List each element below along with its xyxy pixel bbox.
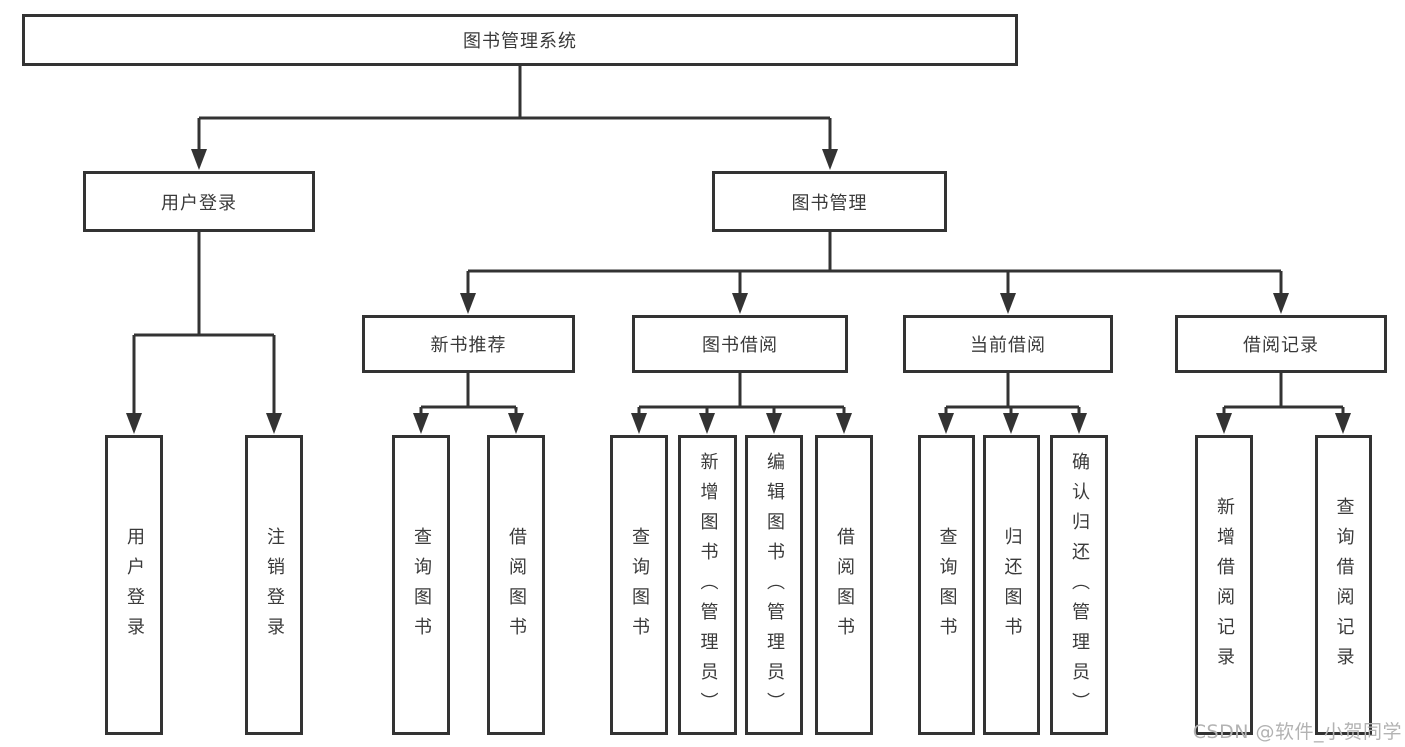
arrowhead-icon (266, 413, 282, 434)
leaf-query-books-current: 查询图书 (918, 435, 975, 735)
node-current-borrow-label: 当前借阅 (970, 335, 1046, 356)
arrowhead-icon (460, 293, 476, 314)
leaf-add-borrow-record-label: 新增借阅记录 (1214, 497, 1235, 677)
arrowhead-icon (766, 413, 782, 434)
connector-borrow-to-leaves (631, 373, 852, 434)
node-book-management-label: 图书管理 (791, 192, 868, 214)
node-book-borrow-label: 图书借阅 (702, 335, 778, 356)
node-book-management: 图书管理 (712, 171, 947, 232)
leaf-confirm-return-admin-label: 确认归还（管理员） (1069, 452, 1090, 722)
leaf-add-book-admin: 新增图书（管理员） (678, 435, 737, 735)
arrowhead-icon (699, 413, 715, 434)
arrowhead-icon (1216, 413, 1232, 434)
arrowhead-icon (413, 413, 429, 434)
connector-root-to-level2 (191, 66, 838, 170)
leaf-query-books-borrow: 查询图书 (610, 435, 668, 735)
node-user-login: 用户登录 (83, 171, 315, 232)
leaf-query-books-recommend: 查询图书 (392, 435, 450, 735)
connector-bookmgmt-to-level3 (460, 232, 1289, 314)
csdn-watermark: CSDN @软件_小贺同学 (1192, 721, 1402, 743)
arrowhead-icon (732, 293, 748, 314)
arrowhead-icon (1000, 293, 1016, 314)
node-user-login-label: 用户登录 (161, 192, 237, 214)
arrowhead-icon (126, 413, 142, 434)
arrowhead-icon (822, 149, 838, 170)
leaf-borrow-books-label: 借阅图书 (834, 527, 855, 647)
arrowhead-icon (508, 413, 524, 434)
arrowhead-icon (938, 413, 954, 434)
arrowhead-icon (1003, 413, 1019, 434)
leaf-logout-label: 注销登录 (264, 527, 285, 647)
arrowhead-icon (836, 413, 852, 434)
leaf-user-login: 用户登录 (105, 435, 163, 735)
node-library-system: 图书管理系统 (22, 14, 1018, 66)
connector-userlogin-to-leaves (126, 232, 282, 434)
node-book-borrow: 图书借阅 (632, 315, 848, 373)
connector-newbook-to-leaves (413, 373, 524, 434)
node-borrow-records: 借阅记录 (1175, 315, 1387, 373)
connector-current-to-leaves (938, 373, 1087, 434)
leaf-user-login-label: 用户登录 (124, 527, 145, 647)
leaf-edit-book-admin-label: 编辑图书（管理员） (764, 452, 785, 722)
node-library-system-label: 图书管理系统 (463, 31, 577, 52)
connector-records-to-leaves (1216, 373, 1351, 434)
arrowhead-icon (1071, 413, 1087, 434)
node-borrow-records-label: 借阅记录 (1243, 335, 1319, 356)
leaf-query-books-current-label: 查询图书 (936, 527, 958, 647)
leaf-add-book-admin-label: 新增图书（管理员） (697, 452, 719, 722)
leaf-return-books-label: 归还图书 (1001, 527, 1023, 647)
leaf-add-borrow-record: 新增借阅记录 (1195, 435, 1253, 735)
leaf-query-borrow-record: 查询借阅记录 (1315, 435, 1372, 735)
node-new-book-recommend-label: 新书推荐 (430, 335, 507, 356)
leaf-query-books-recommend-label: 查询图书 (411, 527, 432, 647)
leaf-edit-book-admin: 编辑图书（管理员） (745, 435, 803, 735)
leaf-borrow-books-recommend-label: 借阅图书 (506, 527, 527, 647)
leaf-confirm-return-admin: 确认归还（管理员） (1050, 435, 1108, 735)
leaf-query-borrow-record-label: 查询借阅记录 (1333, 497, 1355, 677)
arrowhead-icon (191, 149, 207, 170)
arrowhead-icon (631, 413, 647, 434)
leaf-logout: 注销登录 (245, 435, 303, 735)
leaf-return-books: 归还图书 (983, 435, 1040, 735)
leaf-borrow-books-recommend: 借阅图书 (487, 435, 545, 735)
node-current-borrow: 当前借阅 (903, 315, 1113, 373)
arrowhead-icon (1335, 413, 1351, 434)
leaf-borrow-books: 借阅图书 (815, 435, 873, 735)
arrowhead-icon (1273, 293, 1289, 314)
node-new-book-recommend: 新书推荐 (362, 315, 575, 373)
leaf-query-books-borrow-label: 查询图书 (629, 527, 650, 647)
